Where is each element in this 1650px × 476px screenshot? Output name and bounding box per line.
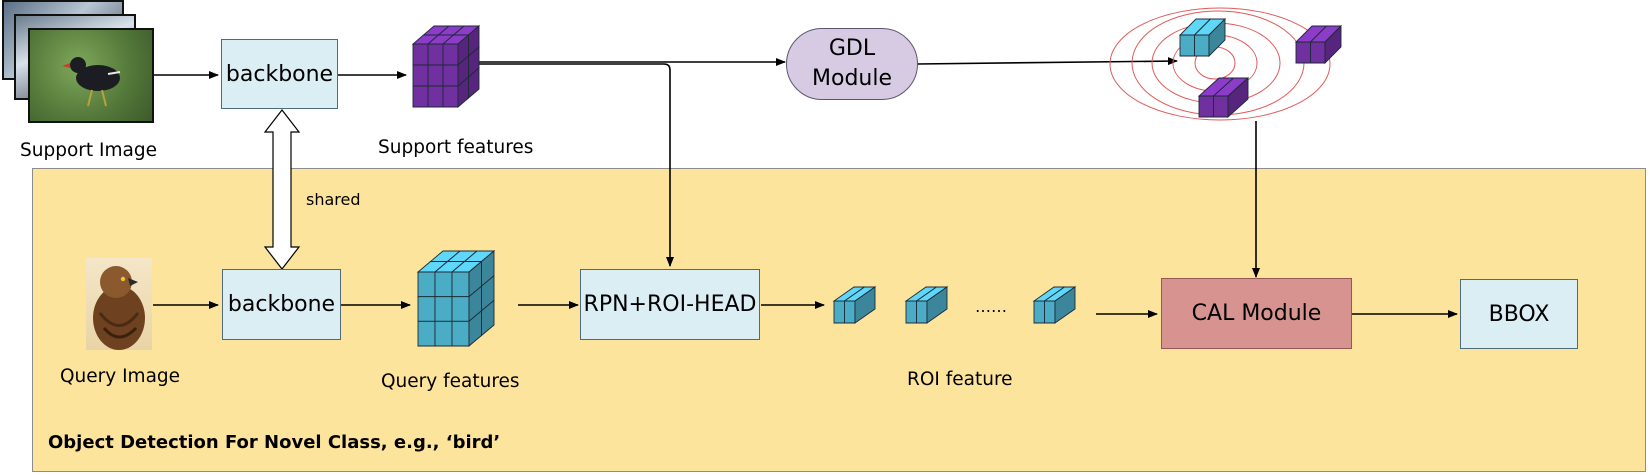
query-features-cube-front-cell [417,271,436,298]
roi-feature-cube-2 [904,286,949,324]
support-features-cube-front-cell [427,43,444,66]
embedding-cube-blue-front-cell [1179,34,1195,57]
cal-module-label: CAL Module [1191,301,1322,326]
roi-feature-cube-2-front-cell [905,300,917,324]
query-features-label: Query features [381,371,520,392]
query-features-cube-front-cell [451,296,470,322]
support-features-cube-front-cell [442,85,459,108]
roi-feature-cube-2-side-cell [926,286,948,324]
query-backbone-label: backbone [227,292,336,317]
gdl-module-box: GDL Module [786,28,918,100]
query-features-cube-front-cell [451,320,470,347]
gdl-label-line1: GDL [828,36,876,61]
embedding-cube-blue [1178,17,1227,58]
support-features-cube-side-cell [468,67,480,99]
arrow-gdl-to-embedding [916,57,1178,66]
support-features-cube-front-cell [442,43,459,66]
shared-label: shared [306,190,361,209]
embedding-cube-purple-bottom-side-cell [1227,76,1249,119]
embedding-cube-blue-front-cell [1194,34,1210,57]
roi-feature-label: ROI feature [907,369,1013,390]
roi-feature-cube-1-side-cell [854,286,876,324]
roi-feature-cube-3-front-cell [1033,300,1045,324]
bbox-label: BBOX [1488,301,1550,327]
support-features-cube-front-cell [427,85,444,108]
roi-feature-cube-1-front-cell [833,300,845,324]
support-backbone-box: backbone [221,39,338,109]
support-features-cube-front-cell [427,64,444,87]
query-features-cube-side-cell [481,299,495,337]
panel-title: Object Detection For Novel Class, e.g., … [48,432,501,453]
embedding-cube-purple-bottom-front-cell [1198,95,1214,118]
query-features-cube [416,250,496,347]
roi-feature-cube-3 [1032,286,1077,324]
support-features-cube-front-cell [412,85,429,108]
support-features-cube-front-cell [412,43,429,66]
embedding-cube-purple-bottom-front-cell [1213,95,1229,118]
query-image-eagle-photo [86,258,152,350]
embedding-cube-blue-side-cell [1208,17,1226,58]
arrow-support-features-to-rpn [478,63,674,267]
support-features-label: Support features [378,137,534,158]
query-features-cube-front-cell [434,296,453,322]
support-image-label: Support Image [20,140,157,161]
support-features-cube-front-cell [412,64,429,87]
eagle-icon [93,266,145,350]
roi-feature-cube-3-front-cell [1044,300,1056,324]
support-features-cube [411,25,481,108]
query-features-cube-front-cell [451,271,470,298]
bbox-box: BBOX [1460,279,1578,349]
support-image-bird-photo [28,28,154,123]
query-features-cube-front-cell [417,320,436,347]
cal-module-box: CAL Module [1161,278,1352,349]
embedding-cube-purple-right-side-cell [1324,24,1342,65]
embedding-cube-purple-right [1294,24,1343,65]
embedding-cube-purple-bottom [1197,76,1250,119]
support-features-cube-front-cell [442,64,459,87]
query-features-cube-front-cell [434,271,453,298]
support-backbone-label: backbone [225,61,334,87]
shared-double-arrow [263,109,301,270]
embedding-cube-purple-right-front-cell [1310,41,1326,64]
query-features-cube-front-cell [417,296,436,322]
moorhen-icon [62,57,121,107]
rpn-roi-head-box: RPN+ROI-HEAD [580,269,760,340]
roi-feature-cube-2-front-cell [916,300,928,324]
query-backbone-box: backbone [222,269,341,340]
roi-feature-cube-1-front-cell [844,300,856,324]
roi-feature-cube-3-side-cell [1054,286,1076,324]
rpn-roi-head-label: RPN+ROI-HEAD [583,292,757,317]
query-image-label: Query Image [60,366,181,387]
query-features-cube-front-cell [434,320,453,347]
roi-ellipsis: …… [975,297,1007,316]
roi-feature-cube-1 [832,286,877,324]
gdl-label-line2: Module [812,66,892,91]
embedding-cube-purple-right-front-cell [1295,41,1311,64]
